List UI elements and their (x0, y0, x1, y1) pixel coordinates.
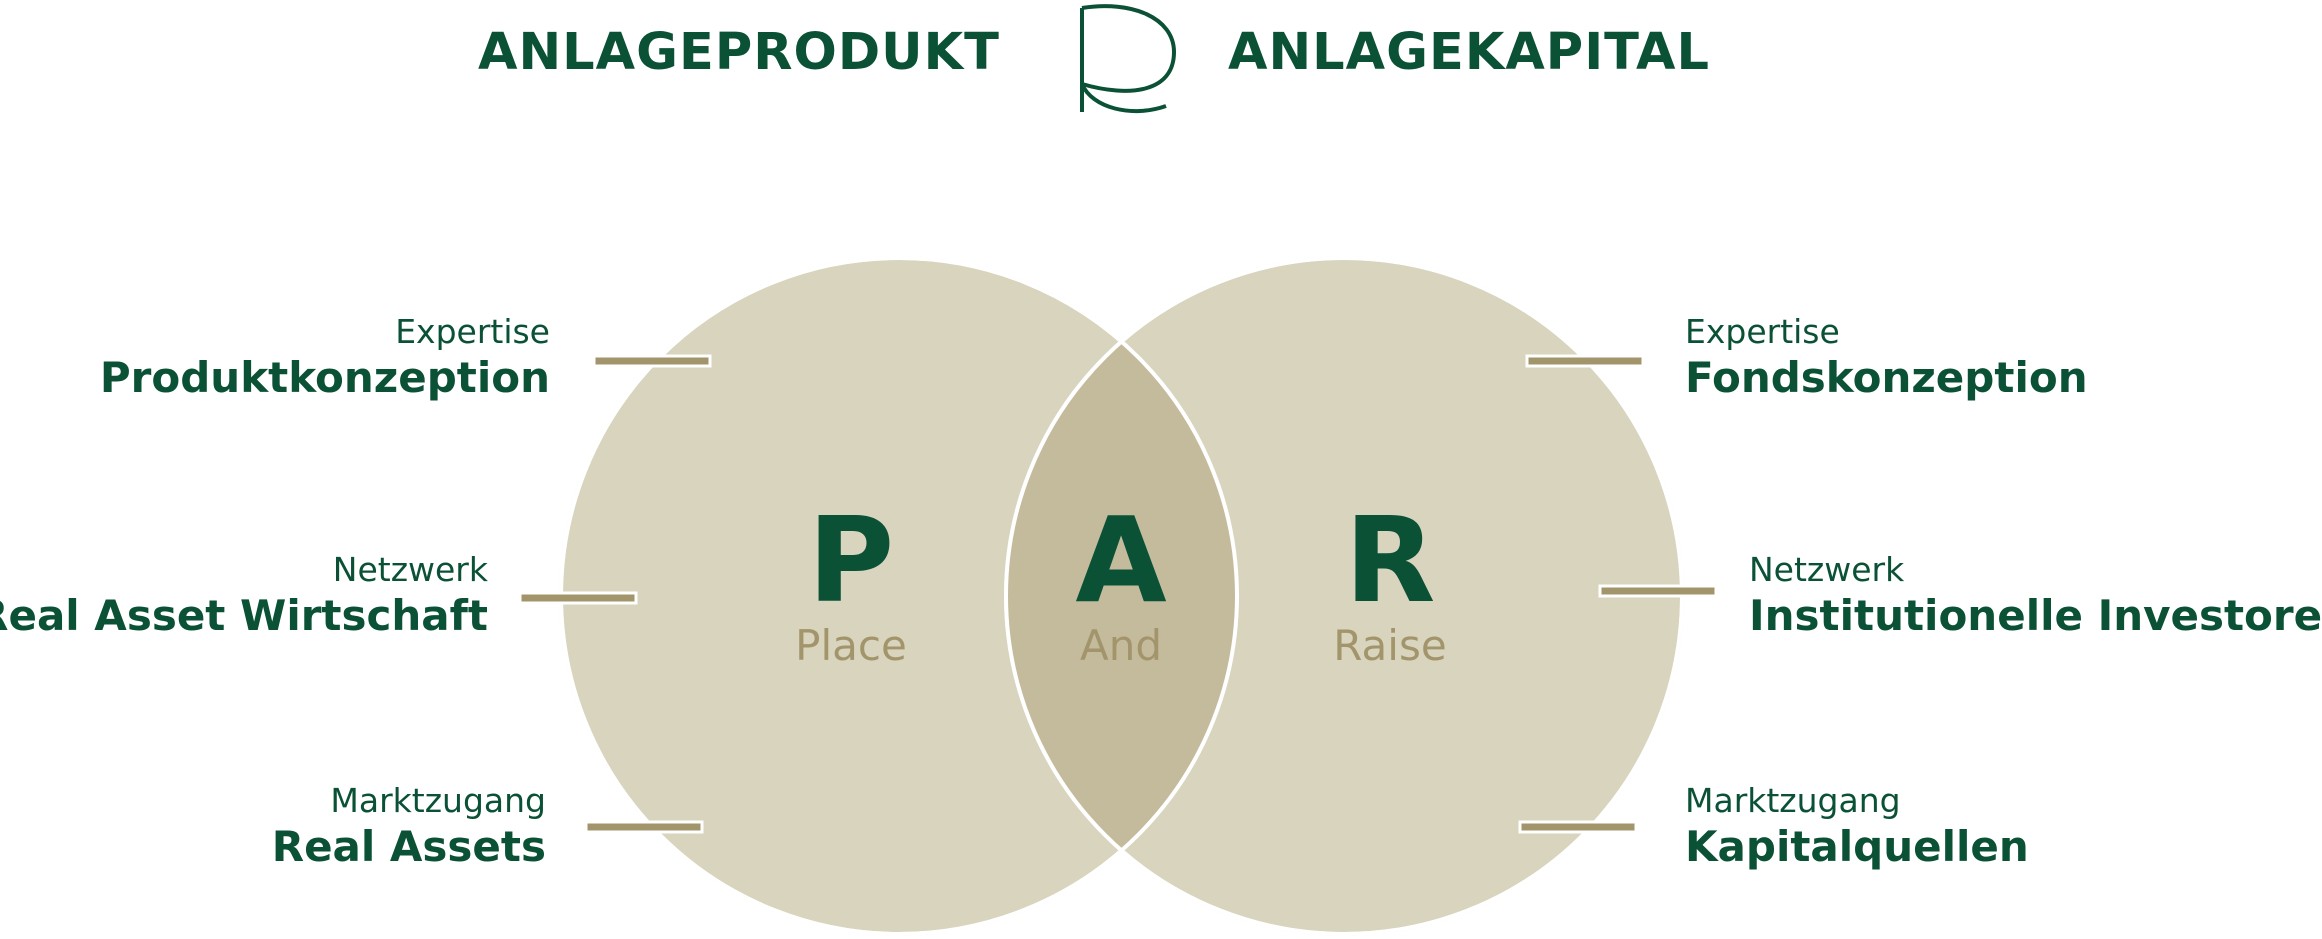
connector-right-2 (1598, 584, 1718, 598)
label-category: Netzwerk (1749, 550, 1905, 589)
logo-mark-icon (1080, 4, 1177, 114)
word-and: And (1079, 621, 1162, 670)
heading-anlagekapital: ANLAGEKAPITAL (1228, 23, 1710, 82)
overlap-and (1006, 258, 1237, 934)
label-left-netzwerk: Netzwerk Real Asset Wirtschaft (0, 550, 488, 642)
label-left-marktzugang: Marktzugang Real Assets (272, 781, 546, 873)
connector-left-1 (592, 354, 712, 368)
label-title: Produktkonzeption (99, 353, 550, 402)
label-title: Real Assets (271, 822, 546, 871)
label-right-expertise: Expertise Fondskonzeption (1685, 312, 2088, 404)
label-category: Marktzugang (1685, 781, 1901, 820)
label-category: Expertise (395, 312, 550, 351)
connector-right-3 (1518, 820, 1638, 834)
label-left-expertise: Expertise Produktkonzeption (100, 312, 550, 404)
connector-left-3 (584, 820, 704, 834)
label-title: Real Asset Wirtschaft (0, 591, 488, 640)
connector-right-1 (1525, 354, 1645, 368)
letter-a: A (1075, 491, 1167, 629)
connector-left-2 (518, 591, 638, 605)
label-title: Kapitalquellen (1685, 822, 2029, 871)
label-category: Expertise (1685, 312, 1840, 351)
label-right-marktzugang: Marktzugang Kapitalquellen (1685, 781, 2029, 873)
label-right-netzwerk: Netzwerk Institutionelle Investoren (1749, 550, 2322, 642)
label-category: Marktzugang (330, 781, 546, 820)
heading-anlageprodukt: ANLAGEPRODUKT (478, 23, 1000, 82)
label-title: Fondskonzeption (1685, 353, 2088, 402)
word-place: Place (795, 621, 907, 670)
label-category: Netzwerk (332, 550, 488, 589)
letter-p: P (807, 491, 895, 629)
label-title: Institutionelle Investoren (1749, 591, 2322, 640)
letter-r: R (1344, 491, 1436, 629)
word-raise: Raise (1333, 621, 1447, 670)
